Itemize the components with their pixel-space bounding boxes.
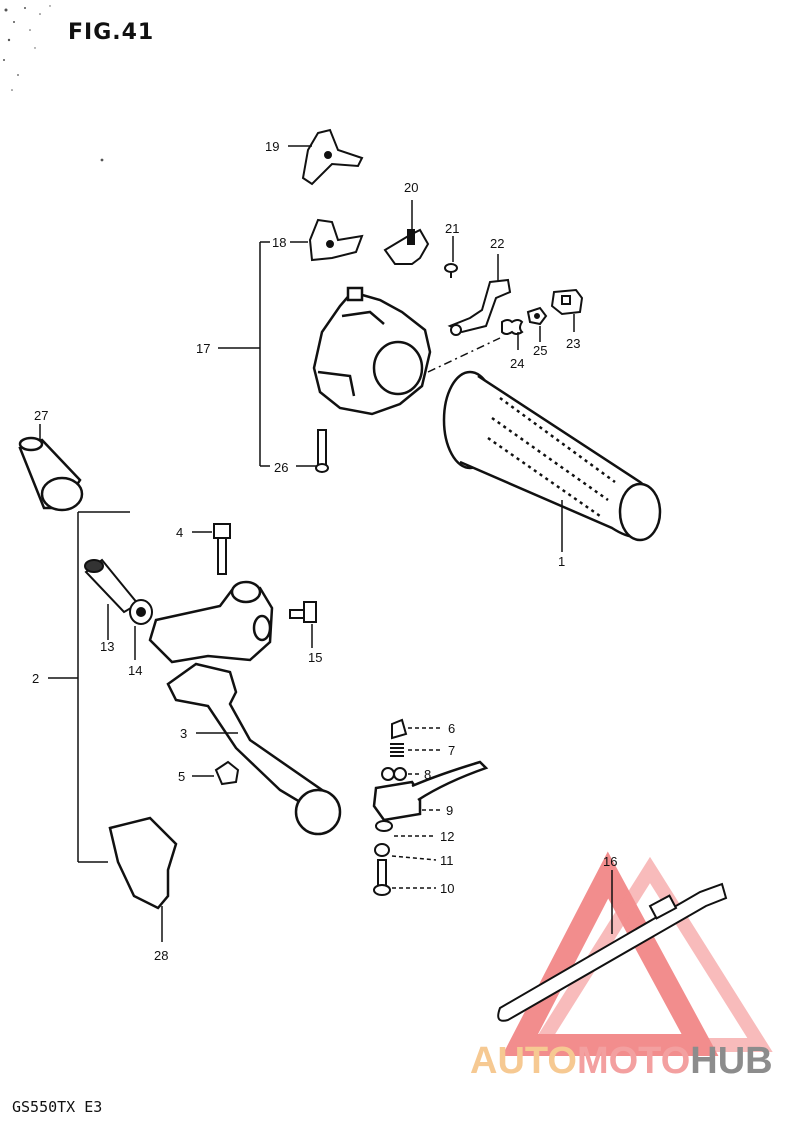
- leaders-6-12: [391, 727, 440, 889]
- callout-27: 27: [34, 408, 48, 423]
- part-3-lever: [166, 662, 342, 836]
- part-6-cap: [391, 718, 408, 740]
- callout-21: 21: [445, 221, 459, 236]
- watermark-brand-moto: MOTO: [576, 1040, 691, 1082]
- part-7-spring: [390, 743, 404, 757]
- part-23-block: [550, 288, 584, 316]
- callout-17: 17: [196, 341, 210, 356]
- part-5-nut: [214, 760, 240, 786]
- part-24-spring: [501, 319, 524, 335]
- part-22-bracket: [447, 278, 512, 336]
- part-15-bolt: [289, 601, 317, 623]
- part-10-screw: [373, 859, 391, 896]
- callout-2: 2: [32, 671, 39, 686]
- group-2-bracket: [48, 511, 130, 863]
- watermark-brand: AUTOMOTOHUB: [470, 1040, 773, 1083]
- callout-4: 4: [176, 525, 183, 540]
- lever-bracket: [148, 580, 274, 664]
- watermark-brand-hub: HUB: [690, 1040, 773, 1082]
- part-20-knob: [383, 228, 430, 265]
- part-12-washer: [375, 820, 393, 832]
- callout-14: 14: [128, 663, 142, 678]
- watermark-brand-auto: AUTO: [470, 1040, 577, 1082]
- callout-24: 24: [510, 356, 524, 371]
- part-11-washer: [374, 843, 390, 857]
- callout-1: 1: [558, 554, 565, 569]
- model-code: GS550TX E3: [12, 1098, 103, 1116]
- part-9-switch-block: [372, 760, 489, 822]
- part-13-adjuster: [84, 558, 140, 614]
- part-4-pivot-bolt: [213, 523, 231, 575]
- callout-6: 6: [448, 721, 455, 736]
- callout-9: 9: [446, 803, 453, 818]
- callout-11: 11: [440, 853, 454, 868]
- callout-8: 8: [424, 767, 431, 782]
- group-17-bracket: [218, 241, 316, 467]
- callout-19: 19: [265, 139, 279, 154]
- part-16-tie-strap: [497, 882, 728, 1022]
- part-18-cap: [308, 218, 364, 262]
- callout-20: 20: [404, 180, 418, 195]
- callout-18: 18: [272, 235, 286, 250]
- part-1-grip: [442, 370, 662, 542]
- scan-noise: [3, 5, 104, 162]
- part-28-cover: [108, 816, 178, 910]
- callout-22: 22: [490, 236, 504, 251]
- callout-23: 23: [566, 336, 580, 351]
- part-19-cap: [301, 128, 364, 186]
- callout-10: 10: [440, 881, 454, 896]
- callout-13: 13: [100, 639, 114, 654]
- callout-3: 3: [180, 726, 187, 741]
- callout-12: 12: [440, 829, 454, 844]
- figure-title: FIG.41: [68, 20, 155, 45]
- part-21-screw: [444, 263, 458, 278]
- callout-26: 26: [274, 460, 288, 475]
- part-17-switch-housing: [312, 286, 432, 416]
- callout-15: 15: [308, 650, 322, 665]
- callout-28: 28: [154, 948, 168, 963]
- callout-7: 7: [448, 743, 455, 758]
- part-27-boot: [18, 436, 84, 512]
- callout-25: 25: [533, 343, 547, 358]
- part-8-clip: [381, 767, 407, 781]
- part-14-locknut: [129, 599, 153, 625]
- callout-5: 5: [178, 769, 185, 784]
- callout-16: 16: [603, 854, 617, 869]
- part-26-screw: [315, 429, 329, 473]
- callout-labels: 19 20 21 22 18 17 24 25 23 27 26 1 4 13 …: [32, 139, 617, 963]
- part-25-nut: [526, 306, 548, 326]
